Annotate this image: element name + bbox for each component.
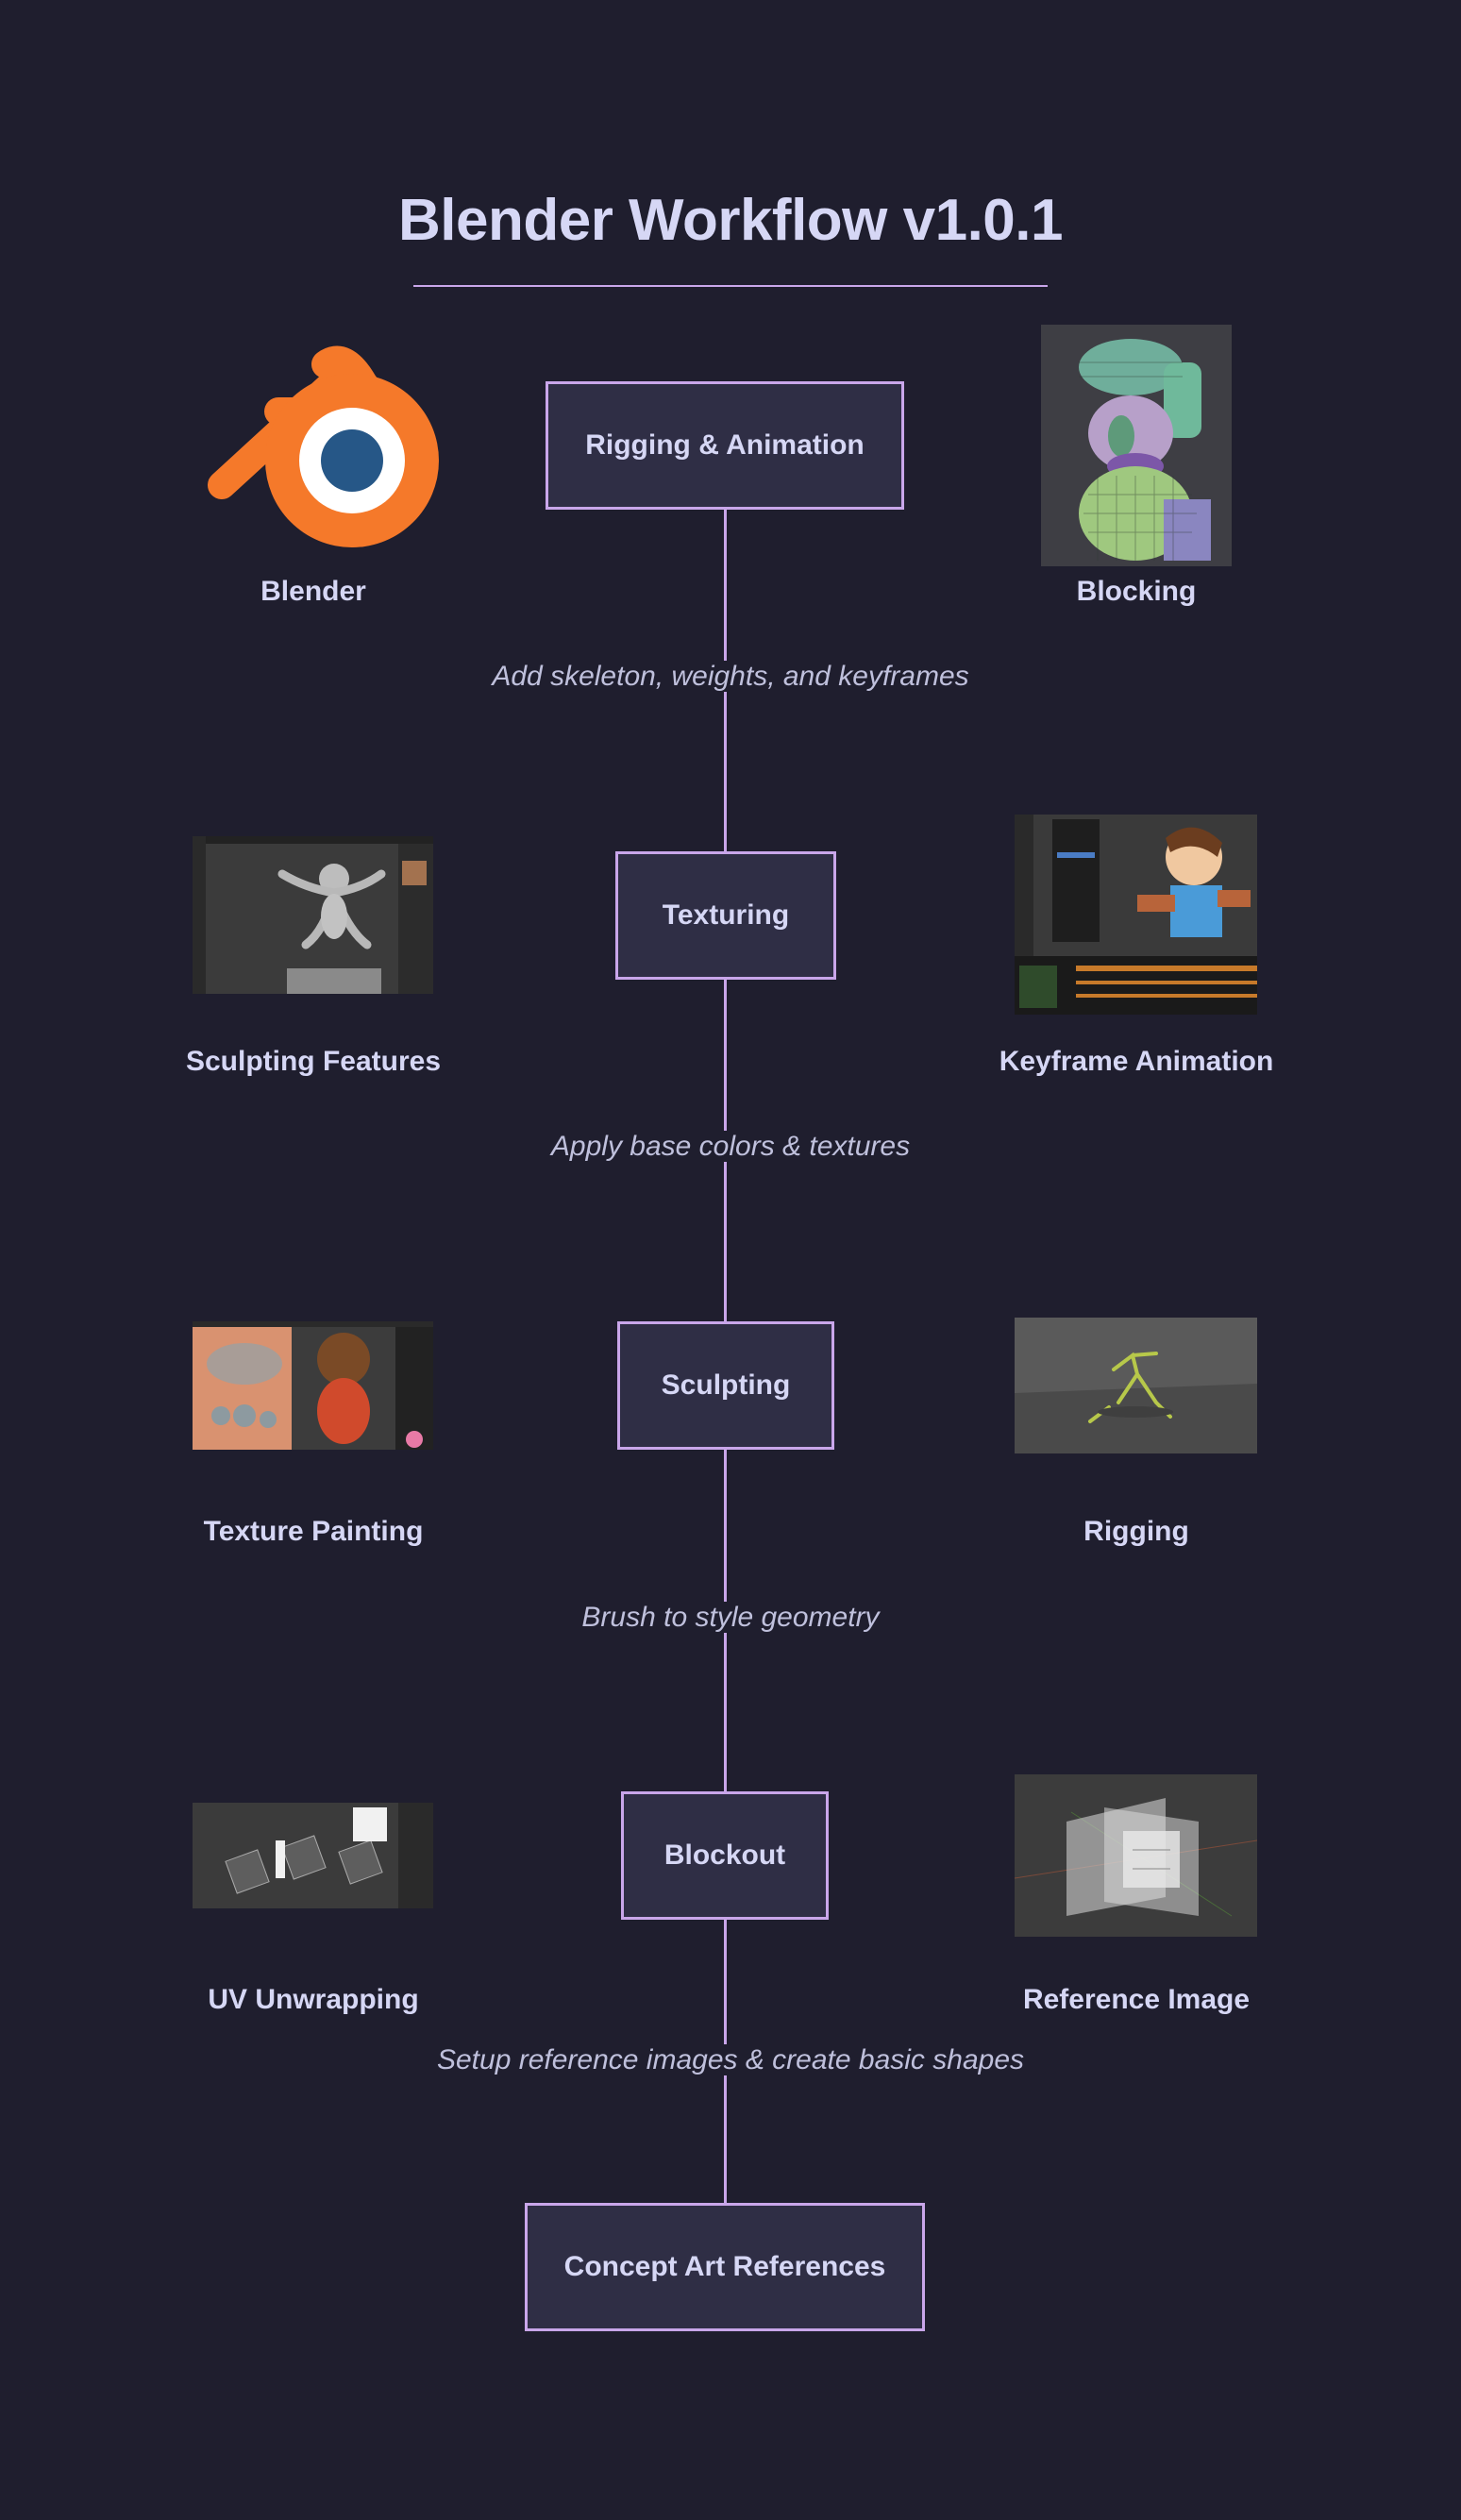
caption-uv-unwrapping: UV Unwrapping	[208, 1984, 419, 2015]
stage-concept-art-references[interactable]: Concept Art References	[525, 2203, 925, 2331]
caption-rigging: Rigging	[1083, 1516, 1189, 1547]
keyframe-animation-image	[1015, 815, 1257, 1015]
reference-image-image	[1015, 1774, 1257, 1937]
diagram-title: Blender Workflow v1.0.1	[397, 188, 1064, 253]
stage-sculpting[interactable]: Sculpting	[617, 1321, 834, 1450]
title-underline	[413, 285, 1048, 287]
note-blockout: Setup reference images & create basic sh…	[0, 2044, 1461, 2076]
stage-texturing[interactable]: Texturing	[615, 851, 836, 980]
blender-logo	[193, 345, 439, 553]
texture-painting-image	[193, 1321, 433, 1450]
caption-keyframe-animation: Keyframe Animation	[999, 1046, 1274, 1077]
sculpting-features-image	[193, 836, 433, 994]
caption-blocking: Blocking	[1076, 576, 1197, 607]
blocking-image	[1041, 325, 1232, 566]
caption-texture-painting: Texture Painting	[203, 1516, 424, 1547]
note-texturing: Apply base colors & textures	[0, 1131, 1461, 1163]
note-sculpting: Brush to style geometry	[0, 1602, 1461, 1634]
caption-sculpting-features: Sculpting Features	[185, 1046, 442, 1077]
rigging-image	[1015, 1318, 1257, 1453]
uv-unwrapping-image	[193, 1803, 433, 1908]
stage-blockout[interactable]: Blockout	[621, 1791, 829, 1920]
stage-rigging-animation[interactable]: Rigging & Animation	[546, 381, 904, 510]
caption-reference-image: Reference Image	[1022, 1984, 1251, 2015]
caption-blender: Blender	[260, 576, 366, 607]
note-rigging-animation: Add skeleton, weights, and keyframes	[0, 661, 1461, 693]
